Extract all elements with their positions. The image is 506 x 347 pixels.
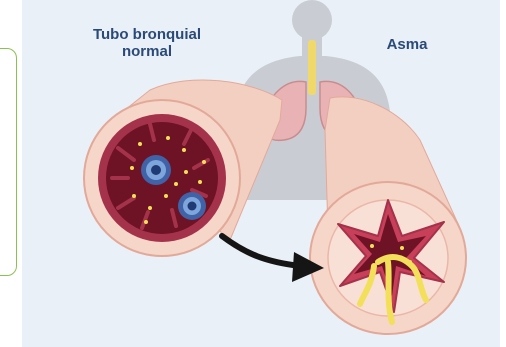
trachea <box>308 40 316 95</box>
immune-cell-icon <box>178 192 206 220</box>
normal-bronchus-label: Tubo bronquial normal <box>72 26 222 60</box>
progression-arrow-icon <box>222 236 324 282</box>
immune-cell-icon <box>141 155 171 185</box>
normal-bronchus <box>84 100 240 256</box>
asthma-bronchus <box>310 182 466 334</box>
asthma-label: Asma <box>372 36 442 53</box>
